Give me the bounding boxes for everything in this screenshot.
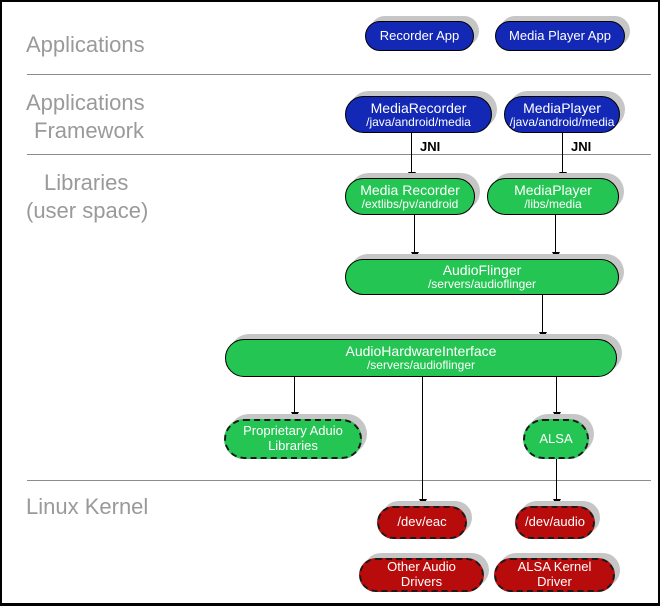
node-title: Media Player App (509, 27, 611, 43)
node-body: Media Recorder /extlibs/pv/android (345, 178, 475, 215)
node-subtitle: /servers/audioflinger (427, 277, 537, 292)
node-mediarecorder-framework: MediaRecorder /java/android/media (345, 91, 497, 133)
node-audio-hardware-interface: AudioHardwareInterface /servers/audiofli… (225, 334, 622, 377)
divider-applications-framework (27, 74, 651, 75)
node-alsa-kernel-driver: ALSA Kernel Driver (494, 553, 620, 592)
node-title: ALSA (539, 430, 573, 446)
node-body: AudioFlinger /servers/audioflinger (345, 259, 619, 295)
arrow-line-audioflinger-ahi (542, 295, 543, 332)
arrow-line-ahi-proprietary (294, 377, 295, 412)
section-label-libraries: Libraries (user space) (26, 169, 148, 225)
arrow-line-mediarecorder-audioflinger (414, 215, 415, 252)
node-body: Proprietary Aduio Libraries (224, 419, 362, 459)
node-body: Recorder App (365, 21, 474, 51)
node-body: MediaPlayer /libs/media (487, 178, 619, 215)
node-title: MediaPlayer (514, 181, 592, 198)
node-title: /dev/audio (525, 514, 585, 530)
jni-label-right: JNI (571, 139, 592, 154)
node-body: /dev/audio (515, 506, 595, 539)
node-body: Other Audio Drivers (359, 558, 484, 592)
section-label-line1: Libraries (44, 170, 129, 195)
arrow-line-ahi-deveac (422, 377, 423, 499)
node-title: AudioFlinger (442, 262, 522, 279)
divider-framework-libraries (27, 154, 651, 155)
section-label-line2: Framework (34, 118, 145, 143)
node-alsa: ALSA (523, 414, 594, 459)
arrow-line-mediaplayer-jni (562, 133, 563, 172)
node-subtitle: /libs/media (524, 196, 582, 211)
node-title: ALSA Kernel Driver (517, 559, 592, 589)
node-subtitle: /extlibs/pv/android (361, 196, 459, 211)
divider-libraries-kernel (27, 480, 651, 481)
node-mediaplayer-framework: MediaPlayer /java/android/media (504, 91, 625, 133)
arrow-line-mediaplayer-audioflinger (555, 215, 556, 252)
node-title: MediaPlayer (523, 99, 601, 116)
node-body: ALSA (523, 419, 589, 459)
node-title: Proprietary Aduio Libraries (243, 423, 343, 453)
node-title: AudioHardwareInterface (345, 343, 497, 360)
jni-label-left: JNI (420, 139, 441, 154)
arrow-line-ahi-alsa (556, 377, 557, 412)
node-body: MediaRecorder /java/android/media (345, 96, 492, 133)
node-recorder-app: Recorder App (365, 16, 479, 51)
section-label-line2: (user space) (26, 198, 149, 223)
node-body: ALSA Kernel Driver (494, 558, 615, 592)
section-label-line1: Applications (26, 90, 145, 115)
node-mediaplayer-library: MediaPlayer /libs/media (487, 173, 624, 215)
node-subtitle: /servers/audioflinger (366, 358, 476, 373)
section-label-kernel: Linux Kernel (26, 493, 148, 521)
node-proprietary-audio-libraries: Proprietary Aduio Libraries (224, 414, 367, 459)
arrow-line-mediarecorder-jni (411, 133, 412, 172)
node-dev-eac: /dev/eac (377, 501, 472, 539)
node-dev-audio: /dev/audio (515, 501, 600, 539)
node-subtitle: /java/android/media (509, 114, 615, 129)
node-other-audio-drivers: Other Audio Drivers (359, 553, 489, 592)
node-body: Media Player App (495, 21, 625, 51)
section-label-text: Applications (26, 32, 145, 57)
node-title: MediaRecorder (370, 99, 467, 116)
node-mediarecorder-library: Media Recorder /extlibs/pv/android (345, 173, 480, 215)
node-body: AudioHardwareInterface /servers/audiofli… (225, 339, 617, 377)
node-body: MediaPlayer /java/android/media (504, 96, 620, 133)
node-title: Media Recorder (360, 181, 460, 198)
node-title: Other Audio Drivers (387, 559, 456, 589)
node-audioflinger: AudioFlinger /servers/audioflinger (345, 254, 624, 295)
node-body: /dev/eac (377, 506, 467, 539)
arrow-line-alsa-devaudio (556, 459, 557, 499)
node-media-player-app: Media Player App (495, 16, 630, 51)
section-label-framework: Applications Framework (26, 89, 145, 145)
section-label-text: Linux Kernel (26, 494, 149, 519)
node-subtitle: /java/android/media (366, 114, 471, 129)
node-title: Recorder App (379, 27, 460, 43)
section-label-applications: Applications (26, 31, 145, 59)
node-title: /dev/eac (397, 514, 447, 530)
